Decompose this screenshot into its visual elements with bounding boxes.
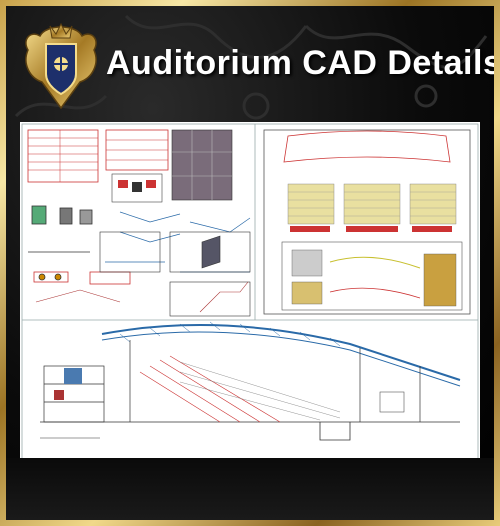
seat-details	[28, 205, 131, 285]
auditorium-section	[40, 321, 461, 441]
cad-drawing	[21, 123, 479, 461]
royal-crest-icon	[25, 22, 97, 110]
dark-background: Auditorium CAD Details	[6, 6, 494, 520]
banner-title: Auditorium CAD Details	[106, 44, 494, 82]
auditorium-floor-plan	[263, 129, 471, 315]
bottom-band	[6, 458, 494, 520]
facade-elevation	[171, 129, 233, 201]
cad-drawing-sheet	[20, 122, 480, 462]
legend-tables	[27, 129, 169, 203]
